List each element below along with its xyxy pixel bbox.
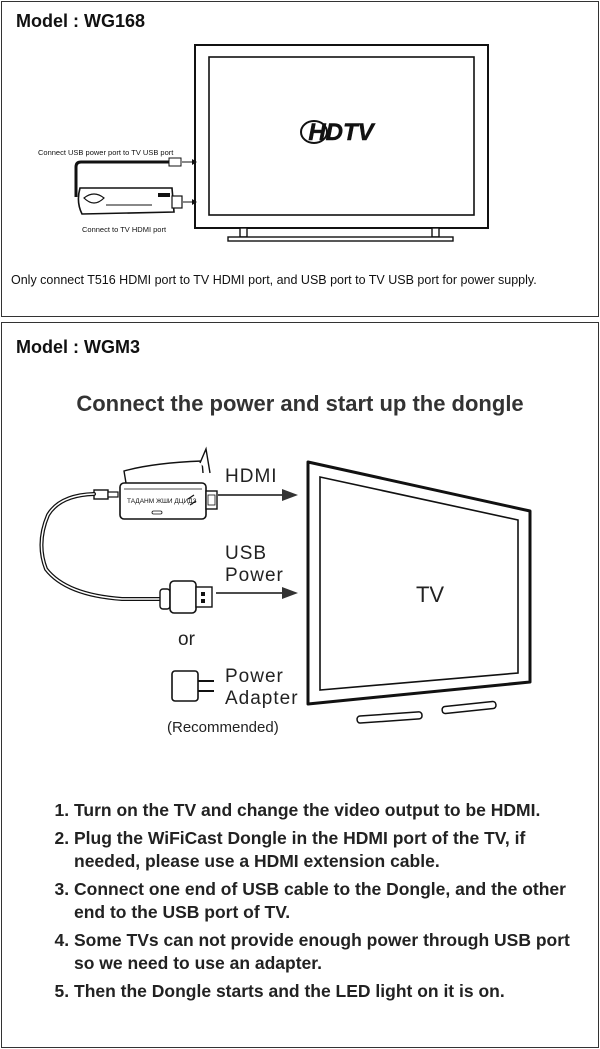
micro-usb-plug-icon bbox=[93, 489, 119, 500]
tv-screen bbox=[208, 56, 475, 216]
step-item: Then the Dongle starts and the LED light… bbox=[74, 980, 594, 1003]
setup-title: Connect the power and start up the dongl… bbox=[76, 391, 524, 416]
usb-a-plug-icon bbox=[159, 580, 213, 614]
hdtv-logo-icon: HDTV bbox=[300, 119, 376, 146]
usb-label: USB bbox=[225, 543, 267, 564]
connection-note: Only connect T516 HDMI port to TV HDMI p… bbox=[11, 273, 537, 287]
hdmi-connect-label: Connect to TV HDMI port bbox=[82, 225, 167, 234]
model-title: Model : WGM3 bbox=[16, 337, 140, 357]
usb-arrow-icon bbox=[282, 587, 298, 599]
wgm3-diagram: TV ТАДАНМ ЖШИ ДЦИДЗ bbox=[39, 446, 532, 736]
usb-cable bbox=[74, 160, 170, 197]
model-title: Model : WG168 bbox=[16, 11, 146, 31]
hdmi-arrow-icon bbox=[282, 489, 298, 501]
usb-connect-label: Connect USB power port to TV USB port bbox=[38, 148, 174, 157]
hdmi-arrow-icon bbox=[192, 199, 197, 205]
tv-icon bbox=[306, 460, 532, 724]
adapter-label-1: Power bbox=[225, 666, 284, 687]
usb-arrow-icon bbox=[192, 159, 197, 165]
wifi-dongle-icon: ТАДАНМ ЖШИ ДЦИДЗ bbox=[119, 446, 218, 520]
wg168-diagram: HDTV Connect USB power port to TV USB po… bbox=[38, 44, 489, 242]
model-wgm3-panel: Model : WGM3 Connect the power and start… bbox=[1, 322, 599, 1048]
model-wg168-panel: Model : WG168 HDTV Connect USB power por… bbox=[1, 1, 599, 317]
step-item: Some TVs can not provide enough power th… bbox=[74, 929, 594, 975]
setup-steps-list: Turn on the TV and change the video outp… bbox=[36, 799, 594, 1008]
step-item: Connect one end of USB cable to the Dong… bbox=[74, 878, 594, 924]
step-item: Turn on the TV and change the video outp… bbox=[74, 799, 594, 822]
adapter-label-2: Adapter bbox=[225, 688, 299, 709]
or-label: or bbox=[178, 629, 196, 650]
tv-stand bbox=[227, 227, 454, 242]
power-adapter-icon bbox=[171, 670, 214, 702]
step-item: Plug the WiFiCast Dongle in the HDMI por… bbox=[74, 827, 594, 873]
hdmi-label: HDMI bbox=[225, 466, 278, 487]
tv-label: TV bbox=[416, 582, 444, 607]
dongle-wg168-icon bbox=[77, 187, 183, 215]
usb-plug-icon bbox=[168, 157, 182, 167]
power-label: Power bbox=[225, 565, 284, 586]
svg-text:ТАДАНМ ЖШИ ДЦИДЗ: ТАДАНМ ЖШИ ДЦИДЗ bbox=[127, 498, 197, 505]
recommended-label: (Recommended) bbox=[167, 719, 279, 736]
